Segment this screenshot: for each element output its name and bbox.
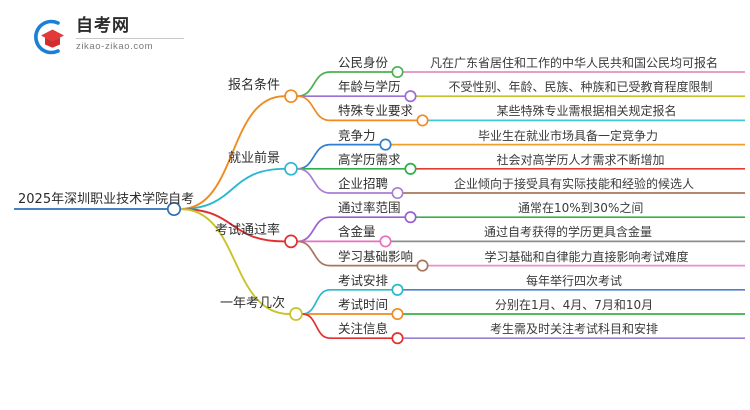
sub-node-dot-3-2[interactable]	[391, 332, 404, 345]
sub-node-dot-3-0[interactable]	[391, 283, 404, 296]
mindmap-edge	[296, 95, 331, 122]
leaf-label-1-0: 毕业生在就业市场具备一定竞争力	[478, 128, 659, 143]
mindmap-edge	[301, 288, 331, 315]
sub-node-dot-0-1[interactable]	[404, 90, 417, 103]
sub-node-dot-2-0[interactable]	[404, 211, 417, 224]
sub-label-0-0: 公民身份	[338, 55, 389, 70]
root-node-dot[interactable]	[166, 201, 182, 217]
sub-label-3-2: 关注信息	[338, 321, 389, 337]
leaf-label-2-1: 通过自考获得的学历更具含金量	[484, 225, 653, 240]
leaf-label-1-2: 企业倾向于接受具有实际技能和经验的候选人	[454, 177, 695, 191]
logo-url: zikao-zikao.com	[76, 41, 154, 52]
logo-text: 自考网 zikao-zikao.com	[76, 16, 184, 52]
branch-label-3: 一年考几次	[219, 296, 285, 311]
mindmap-edge	[301, 313, 331, 340]
sub-node-dot-0-2[interactable]	[416, 114, 429, 127]
mindmap-edge	[296, 167, 331, 194]
logo-title: 自考网	[76, 16, 130, 36]
leaf-label-0-0: 凡在广东省居住和工作的中华人民共和国公民均可报名	[430, 56, 719, 70]
leaf-label-0-1: 不受性别、年龄、民族、种族和已受教育程度限制	[448, 80, 713, 95]
mindmap-edge	[296, 240, 331, 267]
sub-label-0-2: 特殊专业要求	[338, 103, 414, 119]
leaf-label-3-2: 考生需及时关注考试科目和安排	[490, 322, 659, 337]
branch-node-dot-3[interactable]	[289, 307, 303, 321]
leaf-label-0-2: 某些特殊专业需根据相关规定报名	[496, 104, 677, 119]
mindmap-edge	[296, 216, 331, 243]
sub-label-2-2: 学习基础影响	[338, 248, 414, 264]
sub-label-2-1: 含金量	[338, 224, 376, 240]
logo-divider	[76, 38, 184, 39]
branch-node-dot-2[interactable]	[284, 234, 298, 249]
sub-label-1-2: 企业招聘	[338, 176, 389, 191]
leaf-label-3-0: 每年举行四次考试	[526, 273, 623, 288]
mindmap-edge	[296, 71, 331, 98]
sub-node-dot-2-2[interactable]	[416, 259, 429, 272]
sub-node-dot-2-1[interactable]	[379, 235, 392, 248]
leaf-label-3-1: 分别在1月、4月、7月和10月	[495, 298, 654, 312]
leaf-label-1-1: 社会对高学历人才需求不断增加	[496, 152, 665, 167]
sub-node-dot-0-0[interactable]	[391, 65, 404, 79]
sub-label-1-0: 竞争力	[338, 127, 376, 143]
mindmap-nodes	[166, 65, 429, 345]
sub-node-dot-1-0[interactable]	[379, 138, 392, 151]
root-label: 2025年深圳职业技术学院自考	[18, 192, 195, 207]
mindmap-edge	[179, 208, 286, 243]
sub-node-dot-1-2[interactable]	[391, 186, 404, 200]
mindmap-edge	[179, 208, 291, 315]
logo-mark-icon	[34, 19, 64, 55]
mindmap-edge	[179, 95, 286, 210]
site-logo: 自考网 zikao-zikao.com	[28, 14, 188, 60]
branch-label-0: 报名条件	[227, 78, 280, 94]
sub-node-dot-1-1[interactable]	[404, 162, 417, 175]
mindmap-edge	[296, 143, 331, 170]
branch-label-2: 考试通过率	[214, 223, 280, 239]
leaf-label-2-0: 通常在10%到30%之间	[518, 201, 644, 216]
mindmap-edges	[14, 71, 745, 340]
sub-label-1-1: 高学历需求	[338, 151, 401, 167]
leaf-label-2-2: 学习基础和自律能力直接影响考试难度	[484, 249, 689, 264]
sub-label-3-0: 考试安排	[338, 272, 389, 288]
sub-node-dot-3-1[interactable]	[391, 307, 404, 321]
sub-label-0-1: 年龄与学历	[338, 79, 401, 95]
branch-node-dot-0[interactable]	[284, 89, 298, 104]
branch-node-dot-1[interactable]	[284, 161, 298, 176]
sub-label-2-0: 通过率范围	[338, 200, 401, 216]
branch-label-1: 就业前景	[227, 150, 280, 166]
sub-label-3-1: 考试时间	[338, 297, 389, 312]
mindmap-edge	[179, 167, 286, 210]
